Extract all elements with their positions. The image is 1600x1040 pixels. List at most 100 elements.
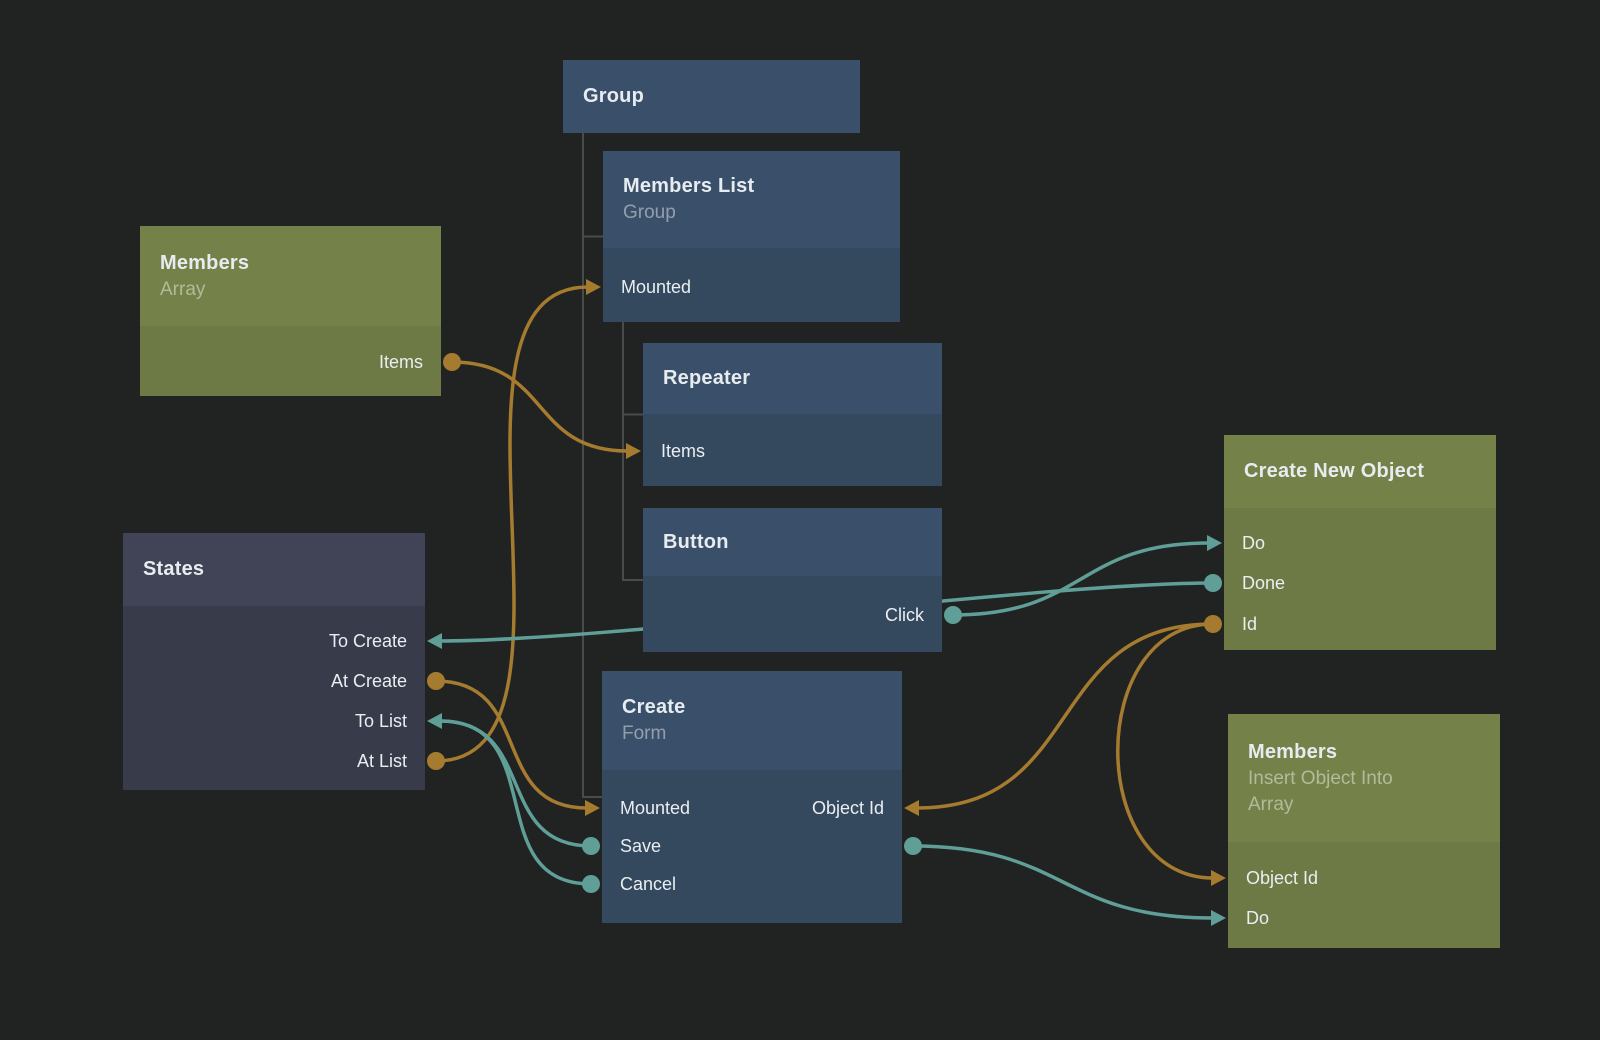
- port-arrow-create-mounted[interactable]: [585, 800, 600, 816]
- port-create-cancel[interactable]: Cancel: [602, 871, 676, 897]
- port-dot-create-cancel[interactable]: [582, 875, 600, 893]
- port-members-list-mounted[interactable]: Mounted: [603, 274, 691, 300]
- port-dot-create-save-right[interactable]: [904, 837, 922, 855]
- node-title: Members: [1248, 740, 1338, 763]
- node-header: Button: [643, 508, 942, 576]
- port-label: Save: [620, 836, 662, 856]
- port-members-array-items[interactable]: Items: [379, 349, 441, 375]
- edge-create.save-to-states.to-list[interactable]: [438, 719, 593, 848]
- node-body: [123, 606, 425, 790]
- port-dot-create-new-object-id[interactable]: [1204, 615, 1222, 633]
- port-dot-create-save[interactable]: [582, 837, 600, 855]
- node-body: [643, 576, 942, 652]
- port-arrow-create-object-id[interactable]: [904, 800, 919, 816]
- node-group[interactable]: Group: [563, 60, 860, 133]
- node-header: Group: [563, 60, 860, 133]
- port-arrow-members-insert-do[interactable]: [1211, 910, 1226, 926]
- port-states-to-create[interactable]: To Create: [329, 628, 425, 654]
- node-body: [603, 248, 900, 322]
- port-button-click[interactable]: Click: [885, 602, 942, 628]
- port-create-object-id[interactable]: Object Id: [812, 795, 902, 821]
- node-title: Repeater: [663, 367, 751, 389]
- port-label: Object Id: [811, 798, 884, 818]
- port-dot-create-new-object-done[interactable]: [1204, 574, 1222, 592]
- node-title: Members List: [623, 175, 755, 197]
- edge-create-new-object.id-to-create.object-id[interactable]: [915, 622, 1215, 810]
- port-states-at-list[interactable]: At List: [357, 748, 425, 774]
- port-label: Mounted: [621, 277, 692, 297]
- port-arrow-create-new-object-do[interactable]: [1207, 535, 1222, 551]
- node-title: Create New Object: [1244, 460, 1425, 482]
- node-states[interactable]: States To Create At Create To List At List: [123, 533, 425, 790]
- edge-create-new-object.id-to-members-insert.object-id[interactable]: [1116, 622, 1215, 880]
- node-title: Members: [160, 251, 250, 274]
- port-arrow-states-to-create[interactable]: [427, 633, 442, 649]
- port-dot-button-click[interactable]: [944, 606, 962, 624]
- port-arrow-members-insert-object-id[interactable]: [1211, 870, 1226, 886]
- port-label: At Create: [330, 671, 407, 691]
- node-body: [1228, 842, 1500, 948]
- node-header: Create New Object: [1224, 435, 1496, 508]
- port-label: To Create: [328, 631, 407, 651]
- port-members-insert-object-id[interactable]: Object Id: [1228, 865, 1318, 891]
- port-label: Items: [378, 352, 423, 372]
- port-arrow-repeater-items[interactable]: [626, 443, 641, 459]
- edge-states.at-create-to-create.mounted[interactable]: [434, 679, 589, 810]
- node-subtitle: Insert Object Into Array: [1248, 767, 1393, 815]
- port-label: Do: [1242, 533, 1266, 553]
- node-title: Create: [622, 696, 686, 718]
- port-dot-states-at-list[interactable]: [427, 752, 445, 770]
- node-body: [602, 770, 902, 923]
- node-title: Group: [583, 85, 644, 107]
- node-body: [643, 414, 942, 486]
- node-header: States: [123, 533, 425, 606]
- port-label: To List: [354, 711, 407, 731]
- edge-create.cancel-to-states.to-list[interactable]: [438, 719, 593, 886]
- port-create-new-object-do[interactable]: Do: [1224, 530, 1265, 556]
- node-title: States: [143, 558, 205, 580]
- node-header: Repeater: [643, 343, 942, 414]
- port-members-insert-do[interactable]: Do: [1228, 905, 1269, 931]
- edge-create.save-right-to-members-insert.do[interactable]: [911, 844, 1215, 920]
- port-label: Done: [1242, 573, 1286, 593]
- edge-states.at-list-to-members-list.mounted[interactable]: [434, 285, 590, 763]
- port-label: Cancel: [620, 874, 677, 894]
- port-states-to-list[interactable]: To List: [355, 708, 425, 734]
- node-body: [140, 326, 441, 396]
- node-subtitle: Array: [160, 278, 206, 300]
- port-dot-states-at-create[interactable]: [427, 672, 445, 690]
- edge-members-array.items-to-repeater.items[interactable]: [450, 360, 630, 453]
- port-label: Object Id: [1246, 868, 1319, 888]
- port-label: Id: [1242, 614, 1258, 634]
- port-label: Click: [885, 605, 924, 625]
- port-create-new-object-id[interactable]: Id: [1224, 611, 1257, 637]
- port-states-at-create[interactable]: At Create: [331, 668, 425, 694]
- port-create-new-object-done[interactable]: Done: [1224, 570, 1285, 596]
- port-create-mounted[interactable]: Mounted: [602, 795, 690, 821]
- port-repeater-items[interactable]: Items: [643, 438, 705, 464]
- port-arrow-states-to-list[interactable]: [427, 713, 442, 729]
- hierarchy-link-members-list: [622, 322, 643, 581]
- hierarchy-link-group: [582, 133, 603, 798]
- port-dot-members-array-items[interactable]: [443, 353, 461, 371]
- node-title: Button: [663, 530, 729, 553]
- node-subtitle: Form: [622, 723, 667, 744]
- port-create-save[interactable]: Save: [602, 833, 661, 859]
- port-arrow-members-list-mounted[interactable]: [586, 279, 601, 295]
- port-label: Do: [1246, 908, 1270, 928]
- edge-button.click-to-create-new-object.do[interactable]: [951, 541, 1211, 617]
- port-label: Mounted: [620, 798, 691, 818]
- port-label: Items: [661, 441, 706, 461]
